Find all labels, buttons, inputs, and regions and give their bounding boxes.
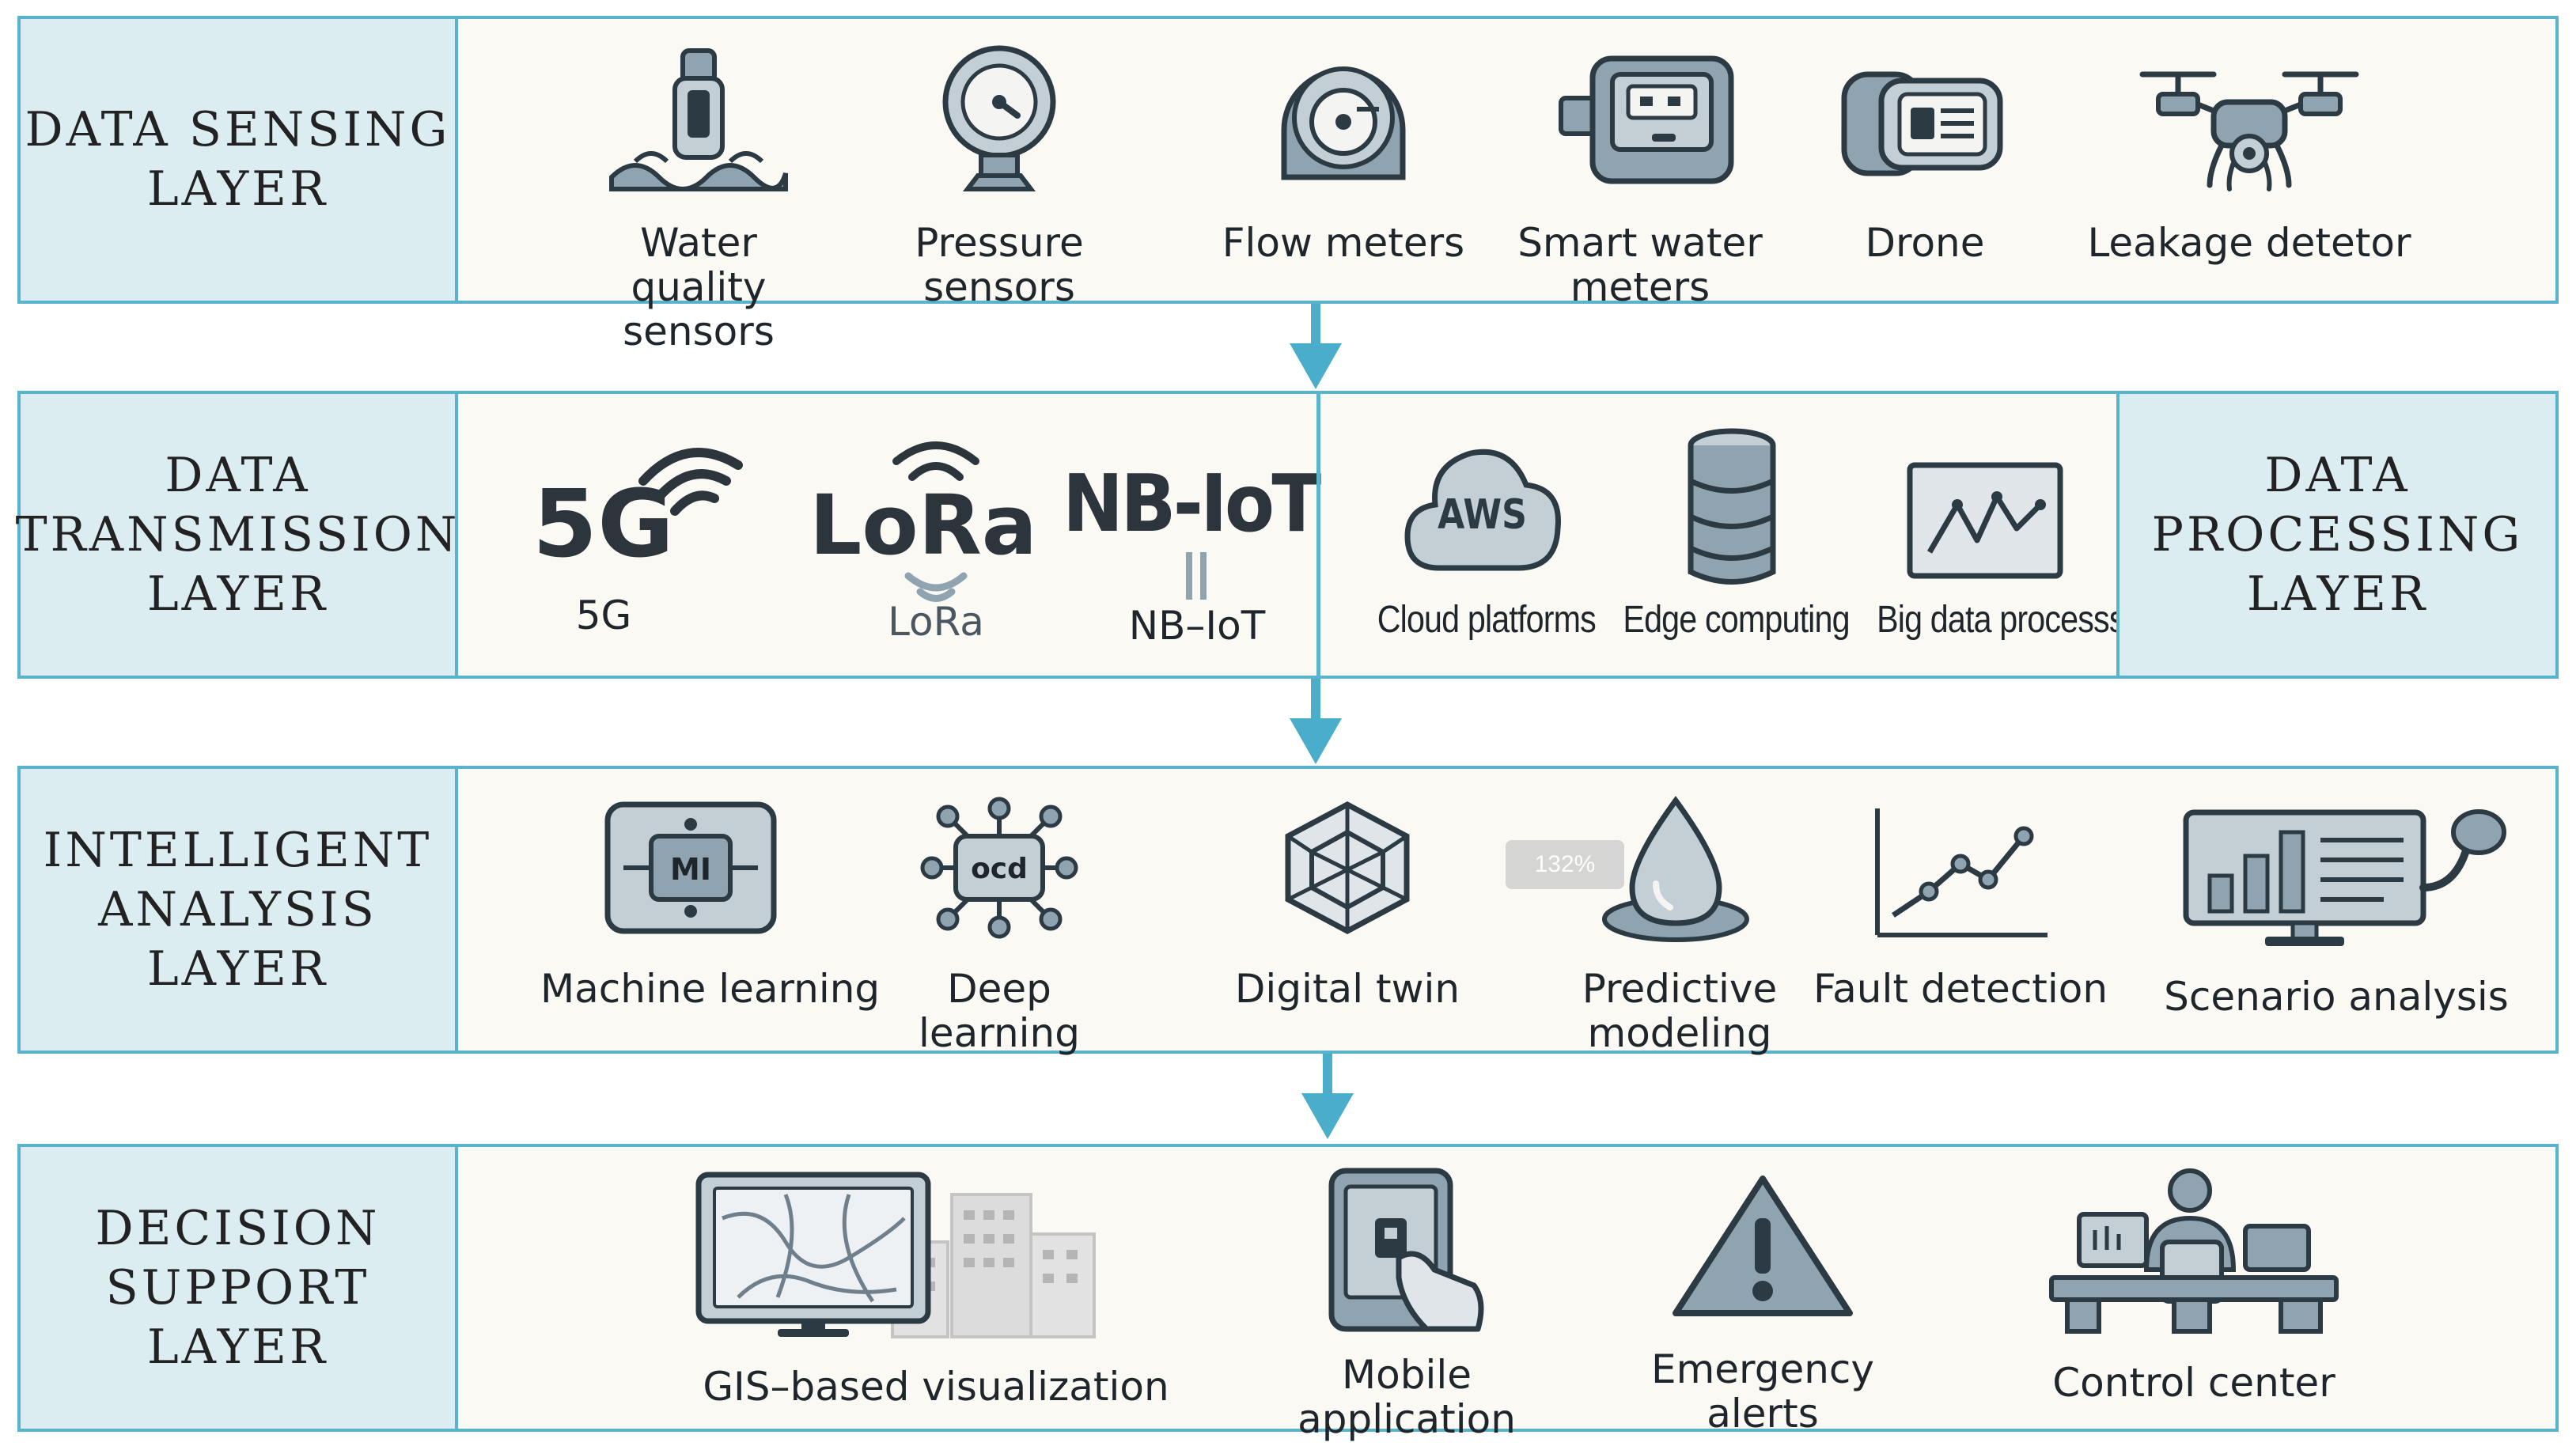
- 5g-logo: 5G: [532, 469, 674, 578]
- transmission-processing-band: DATA TRANSMISSION LAYER 5G 5G LoRa Lo: [16, 391, 2559, 679]
- zoom-watermark: 132%: [1506, 840, 1624, 889]
- database-icon: [1688, 428, 1776, 585]
- lora-logo: LoRa: [809, 477, 1037, 574]
- warning-triangle-icon: [1673, 1176, 1853, 1316]
- intelligent-analysis-content: MI Machine learning ocd De: [461, 769, 2555, 1055]
- aws-logo: AWS: [1438, 491, 1527, 539]
- cloud-platforms-caption: Cloud platforms: [1377, 599, 1597, 641]
- pressure-gauge-icon: [942, 45, 1056, 191]
- leakage-detector-caption: Leakage detetor: [2087, 220, 2411, 266]
- cloud-icon: AWS: [1404, 449, 1561, 571]
- control-center-caption: Control center: [2052, 1360, 2335, 1406]
- transmission-processing-divider: [1316, 394, 1320, 676]
- data-sensing-layer-label: DATA SENSING LAYER: [25, 102, 451, 217]
- geodesic-icon: [1285, 801, 1410, 934]
- flow-arrow-sensing-to-transmission: [1290, 304, 1342, 389]
- water-drop-icon: [1602, 796, 1749, 942]
- emergency-alerts-caption: Emergency alerts: [1650, 1346, 1874, 1437]
- neural-network-icon: ocd: [920, 797, 1078, 939]
- data-transmission-layer-label: DATA TRANSMISSION LAYER: [15, 447, 460, 622]
- gis-monitor-icon: [695, 1172, 1096, 1338]
- nb-iot-icon: [1186, 552, 1207, 600]
- dl-chip-label: ocd: [971, 853, 1028, 885]
- water-quality-sensor-icon: [609, 48, 788, 191]
- nb-iot-logo: NB-IoT: [1063, 457, 1321, 550]
- mobile-application-caption: Mobile application: [1297, 1352, 1516, 1442]
- line-chart-icon: [1907, 462, 2063, 579]
- lora-caption: LoRa: [888, 599, 984, 645]
- operator-desk-icon: [2049, 1168, 2339, 1334]
- data-transmission-label-box: DATA TRANSMISSION LAYER: [16, 394, 458, 676]
- data-sensing-band: DATA SENSING LAYER Water quality sensors: [17, 16, 2559, 354]
- decision-support-layer-label: DECISION SUPPORT LAYER: [95, 1200, 381, 1375]
- machine-learning-caption: Machine learning: [540, 966, 881, 1012]
- data-sensing-label-box: DATA SENSING LAYER: [21, 19, 458, 301]
- signal-arcs-icon: [892, 441, 979, 481]
- data-processing-content: AWS Cloud platforms Edge computing: [1320, 394, 2125, 676]
- flow-meters-caption: Flow meters: [1222, 220, 1465, 266]
- edge-computing-caption: Edge computing: [1623, 599, 1850, 641]
- 5g-caption: 5G: [575, 592, 632, 638]
- data-processing-label-box: DATA PROCESSING LAYER: [2116, 394, 2555, 676]
- water-quality-sensors-caption: Water quality sensors: [623, 220, 775, 354]
- data-sensing-content: Water quality sensors Pressure sensors: [461, 19, 2555, 354]
- nb-iot-caption: NB–IoT: [1128, 603, 1266, 649]
- digital-twin-caption: Digital twin: [1234, 966, 1460, 1012]
- flow-arrow-analysis-to-decision: [1301, 1054, 1354, 1139]
- wifi-signal-icon: [638, 448, 743, 516]
- dashboard-monitor-icon: [2183, 809, 2506, 946]
- data-processing-layer-label: DATA PROCESSING LAYER: [2151, 447, 2524, 622]
- drone-icon: [2139, 71, 2359, 191]
- mobile-hand-icon: [1328, 1168, 1484, 1332]
- ml-chip-label: MI: [670, 852, 711, 887]
- trend-chart-icon: [1875, 808, 2048, 937]
- scenario-analysis-caption: Scenario analysis: [2164, 974, 2509, 1020]
- signal-arcs-lower-icon: [904, 572, 968, 602]
- gis-visualization-caption: GIS–based visualization: [703, 1364, 1169, 1410]
- fault-detection-caption: Fault detection: [1813, 966, 2108, 1012]
- pressure-sensors-caption: Pressure sensors: [915, 220, 1084, 310]
- intelligent-analysis-layer-label: INTELLIGENT ANALYSIS LAYER: [43, 822, 433, 997]
- big-data-caption: Big data processs: [1877, 599, 2125, 641]
- intelligent-analysis-band: INTELLIGENT ANALYSIS LAYER MI Machine le…: [17, 766, 2559, 1055]
- chip-icon: MI: [604, 801, 777, 934]
- data-transmission-content: 5G 5G LoRa LoRa NB-IoT: [461, 394, 2116, 676]
- decision-support-label-box: DECISION SUPPORT LAYER: [21, 1147, 458, 1429]
- smart-water-meters-caption: Smart water meters: [1517, 220, 1763, 310]
- drone-camera-icon: [1841, 71, 2003, 176]
- smart-meter-icon: [1559, 55, 1734, 184]
- drone-caption: Drone: [1865, 220, 1985, 266]
- predictive-modeling-caption: Predictive modeling: [1582, 966, 1778, 1056]
- deep-learning-caption: Deep learning: [919, 966, 1080, 1056]
- flow-arrow-transmission-to-analysis: [1290, 679, 1342, 764]
- decision-support-content: GIS–based visualization Mobile applicati…: [461, 1147, 2555, 1441]
- flow-meter-icon: [1281, 66, 1406, 180]
- decision-support-band: DECISION SUPPORT LAYER: [17, 1144, 2559, 1441]
- intelligent-analysis-label-box: INTELLIGENT ANALYSIS LAYER: [21, 769, 458, 1051]
